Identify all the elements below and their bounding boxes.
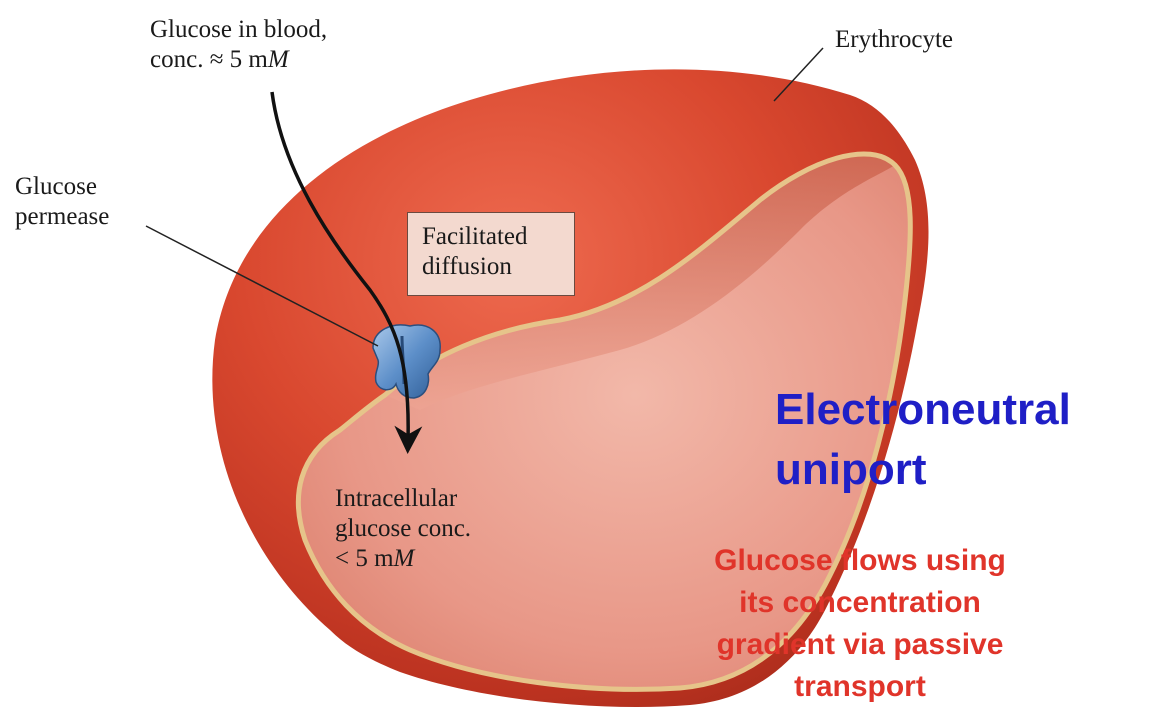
permease-label: Glucose permease (15, 172, 109, 232)
facilitated-diffusion-box: Facilitated diffusion (407, 212, 575, 296)
blood-glucose-label: Glucose in blood, conc. ≈ 5 mM (150, 15, 327, 75)
intracellular-label: Intracellular glucose conc. < 5 mM (335, 484, 471, 574)
description-line4: transport (794, 670, 926, 703)
box-line2: diffusion (422, 253, 512, 280)
intra-line2: glucose conc. (335, 515, 472, 542)
box-line1: Facilitated (422, 223, 528, 250)
permease-leader-line (145, 225, 379, 347)
erythrocyte-label: Erythrocyte (835, 26, 954, 53)
description-line2: its concentration (739, 586, 981, 619)
headline-line2: uniport (775, 445, 927, 494)
blood-conc-value: conc. ≈ 5 m (150, 46, 268, 73)
description-line3: gradient via passive (716, 628, 1004, 661)
facilitated-diffusion-text: Facilitated diffusion (422, 222, 528, 282)
headline-line1: Electroneutral (775, 385, 1071, 434)
intra-conc-unit: M (393, 545, 415, 572)
description-line1: Glucose flows using (714, 544, 1006, 577)
permease-label-line2: permease (15, 203, 110, 230)
blood-conc-unit: M (267, 46, 289, 73)
intra-conc-value: < 5 m (335, 545, 394, 572)
membrane-rim (296, 151, 913, 692)
intra-line3: < 5 mM (335, 544, 471, 574)
intra-line1: Intracellular (335, 485, 458, 512)
blood-glucose-line1: Glucose in blood, (150, 16, 328, 43)
erythrocyte-leader-line (773, 47, 824, 102)
permease-label-line1: Glucose (15, 173, 97, 200)
glucose-flow-arrow (270, 91, 423, 454)
erythrocyte-inner-surface (298, 153, 911, 690)
inner-wall-shade (385, 153, 895, 410)
blood-glucose-line2: conc. ≈ 5 mM (150, 45, 327, 75)
